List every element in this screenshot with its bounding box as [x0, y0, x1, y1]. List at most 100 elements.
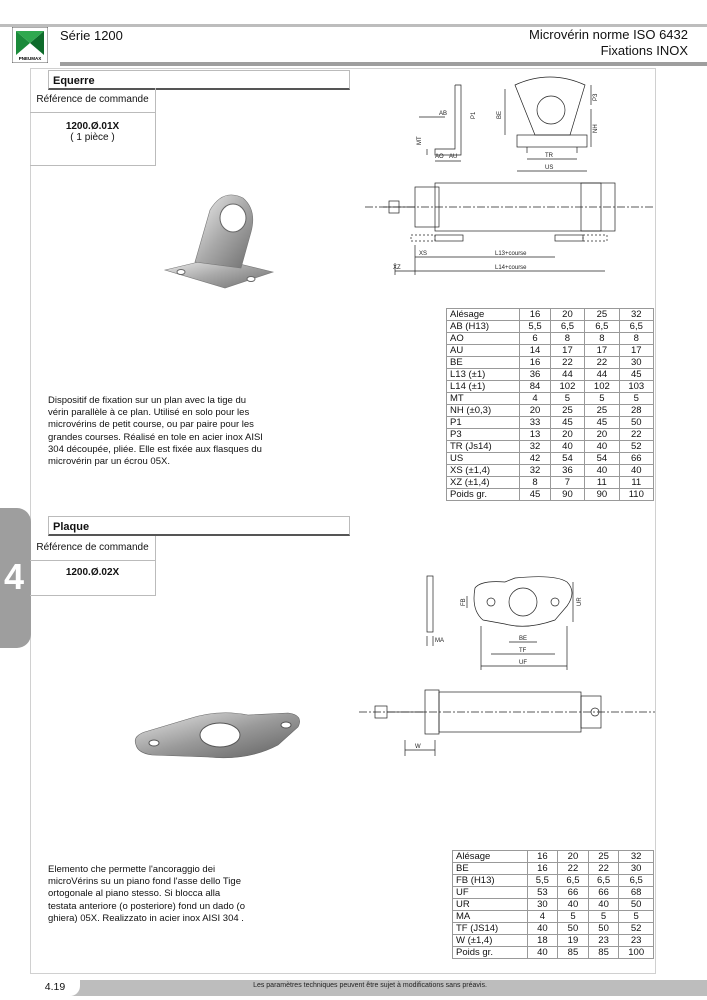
label-MA: MA	[435, 638, 444, 644]
value-cell: 8	[584, 332, 620, 345]
value-cell: 16	[519, 356, 551, 369]
page-title-line1: Microvérin norme ISO 6432	[529, 27, 688, 42]
value-cell: 42	[519, 452, 551, 465]
row-label-cell: BE	[452, 862, 528, 875]
value-cell: 54	[584, 452, 620, 465]
value-cell: 5,5	[519, 320, 551, 333]
value-cell: 102	[549, 380, 586, 393]
value-cell: 45	[584, 416, 620, 429]
value-cell: 53	[526, 886, 559, 899]
label-L14: L14+course	[495, 265, 527, 271]
value-cell: 40	[618, 464, 655, 477]
value-cell: 11	[584, 476, 620, 489]
value-cell: 30	[526, 898, 559, 911]
label-NH: NH	[593, 124, 599, 133]
value-cell: 4	[526, 910, 559, 923]
value-cell: 5	[557, 910, 589, 923]
chapter-tab	[0, 508, 31, 648]
value-cell: 8	[618, 332, 655, 345]
row-label-cell: Poids gr.	[445, 488, 521, 501]
value-cell: 32	[618, 850, 654, 863]
value-cell: 5	[549, 392, 586, 405]
value-cell: 14	[519, 344, 551, 357]
series-label: Série 1200	[60, 28, 123, 43]
value-cell: 23	[587, 934, 620, 947]
value-cell: 20	[549, 308, 586, 321]
row-label-cell: TF (JS14)	[452, 922, 528, 935]
value-cell: 22	[549, 356, 586, 369]
value-cell: 68	[618, 886, 654, 899]
value-cell: 7	[549, 476, 586, 489]
svg-text:PNEUMAX: PNEUMAX	[19, 56, 42, 61]
label-FB: FB	[461, 598, 467, 606]
value-cell: 6,5	[618, 320, 655, 333]
value-cell: 100	[618, 946, 654, 959]
value-cell: 25	[549, 404, 586, 417]
label-L13: L13+course	[495, 251, 527, 257]
value-cell: 32	[519, 464, 551, 477]
value-cell: 110	[618, 488, 655, 501]
row-label-cell: Alésage	[452, 850, 528, 863]
equerre-photo	[163, 194, 275, 289]
value-cell: 23	[618, 934, 654, 947]
label-AO: AO	[435, 154, 444, 160]
row-label-cell: UF	[452, 886, 528, 899]
row-label-cell: AO	[445, 332, 521, 345]
value-cell: 40	[526, 922, 559, 935]
value-cell: 40	[584, 464, 620, 477]
value-cell: 28	[618, 404, 655, 417]
value-cell: 5	[618, 910, 654, 923]
row-label-cell: MA	[452, 910, 528, 923]
order-ref-label: Référence de commande	[30, 88, 155, 113]
value-cell: 90	[584, 488, 620, 501]
value-cell: 50	[557, 922, 589, 935]
row-label-cell: L14 (±1)	[445, 380, 521, 393]
label-P1: P1	[471, 111, 477, 119]
row-label-cell: AB (H13)	[445, 320, 521, 333]
label-XS: XS	[419, 251, 427, 257]
value-cell: 22	[618, 428, 655, 441]
value-cell: 20	[549, 428, 586, 441]
value-cell: 90	[549, 488, 586, 501]
value-cell: 40	[584, 440, 620, 453]
value-cell: 52	[618, 922, 654, 935]
row-label-cell: MT	[445, 392, 521, 405]
value-cell: 50	[618, 416, 655, 429]
label-P3: P3	[593, 93, 599, 101]
value-cell: 22	[557, 862, 589, 875]
equerre-technical-drawing: AB P1 MT AO AU BE P3 NH TR US XS L13+cou…	[365, 76, 655, 275]
value-cell: 85	[557, 946, 589, 959]
value-cell: 30	[618, 862, 654, 875]
value-cell: 13	[519, 428, 551, 441]
value-cell: 25	[584, 404, 620, 417]
footer-bar	[30, 980, 707, 996]
label-TF: TF	[519, 648, 527, 654]
value-cell: 20	[584, 428, 620, 441]
value-cell: 102	[584, 380, 620, 393]
label-AU: AU	[449, 154, 457, 160]
value-cell: 5	[618, 392, 655, 405]
label-UF: UF	[519, 660, 527, 666]
label-XZ: XZ	[393, 265, 401, 271]
value-cell: 66	[587, 886, 620, 899]
equerre-description: Dispositif de fixation sur un plan avec …	[48, 395, 263, 468]
label-MT: MT	[417, 136, 423, 145]
value-cell: 36	[519, 368, 551, 381]
label-AB: AB	[439, 111, 447, 117]
value-cell: 40	[587, 898, 620, 911]
row-label-cell: NH (±0,3)	[445, 404, 521, 417]
value-cell: 30	[618, 356, 655, 369]
label-US: US	[545, 165, 553, 171]
order-ref-code: 1200.Ø.01X	[65, 121, 120, 132]
